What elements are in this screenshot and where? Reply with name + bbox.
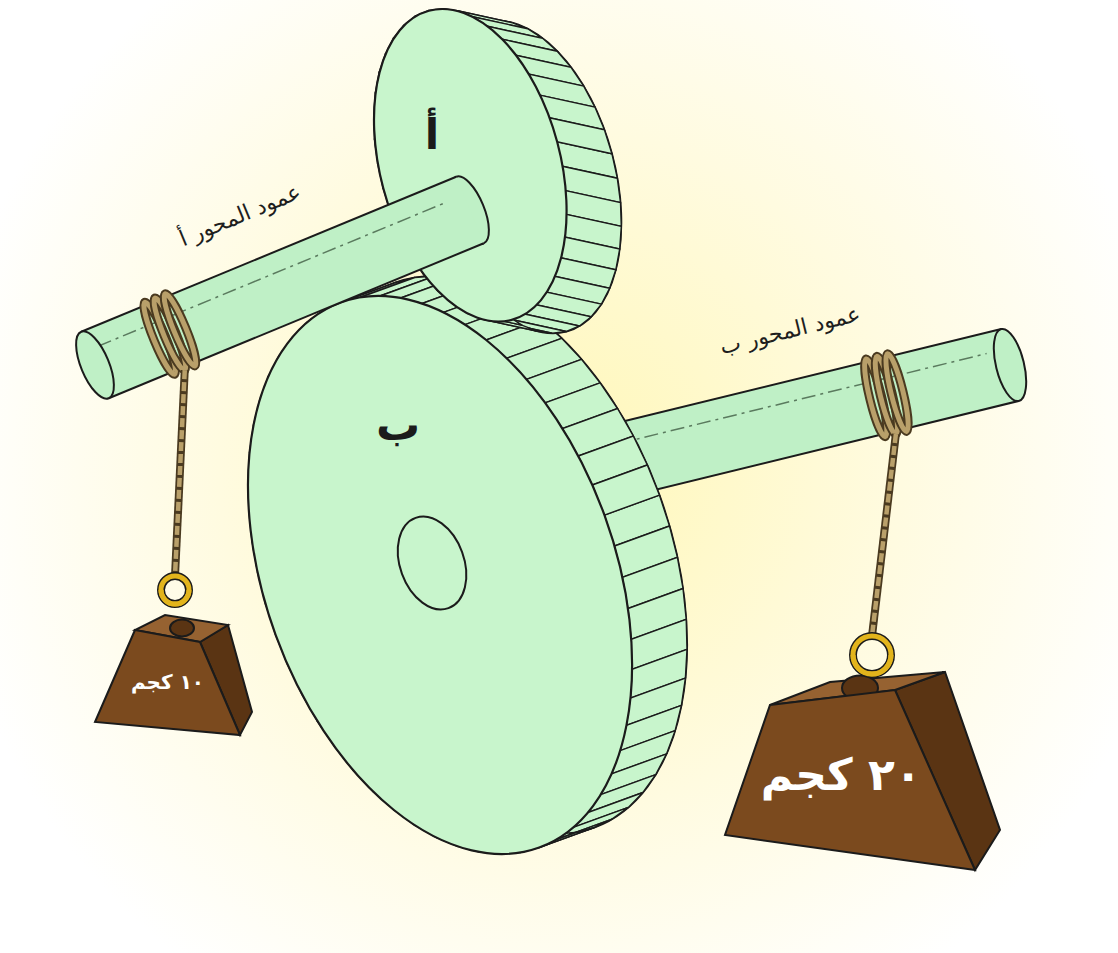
weight-label: ١٠ كجم (131, 671, 204, 694)
shaft-cap (68, 326, 121, 403)
shape-outline (248, 296, 632, 854)
rope (175, 370, 185, 576)
gear-face (342, 0, 599, 343)
shaft-cap (988, 326, 1033, 405)
hanging-ring (161, 590, 189, 604)
rope (872, 434, 896, 636)
rope (872, 434, 896, 636)
rope-coil (882, 352, 913, 433)
shaft-b (538, 326, 1033, 515)
rope-b (853, 352, 912, 674)
hanging-ring (161, 576, 189, 604)
gear-face (176, 243, 703, 908)
gear-hole (386, 507, 479, 619)
weight-front (95, 630, 240, 735)
hanging-ring (853, 636, 891, 674)
rope-coil (882, 352, 913, 433)
hanging-ring (161, 576, 189, 604)
weight-front (725, 690, 975, 870)
gear-letter: ب (376, 400, 420, 451)
rope-coil (160, 292, 201, 369)
weight-10: ١٠ كجم (95, 630, 240, 735)
weight-handle (170, 620, 194, 637)
rope-coil (160, 292, 201, 369)
gear-letter: أ (425, 111, 439, 159)
weight-label: ٢٠ كجم (761, 750, 922, 801)
weight-20: ٢٠ كجم (725, 690, 975, 870)
hanging-ring (853, 636, 891, 674)
rope-a (139, 292, 200, 604)
gear-b: ب (248, 296, 632, 854)
hanging-ring (853, 655, 891, 674)
rope (175, 370, 185, 576)
